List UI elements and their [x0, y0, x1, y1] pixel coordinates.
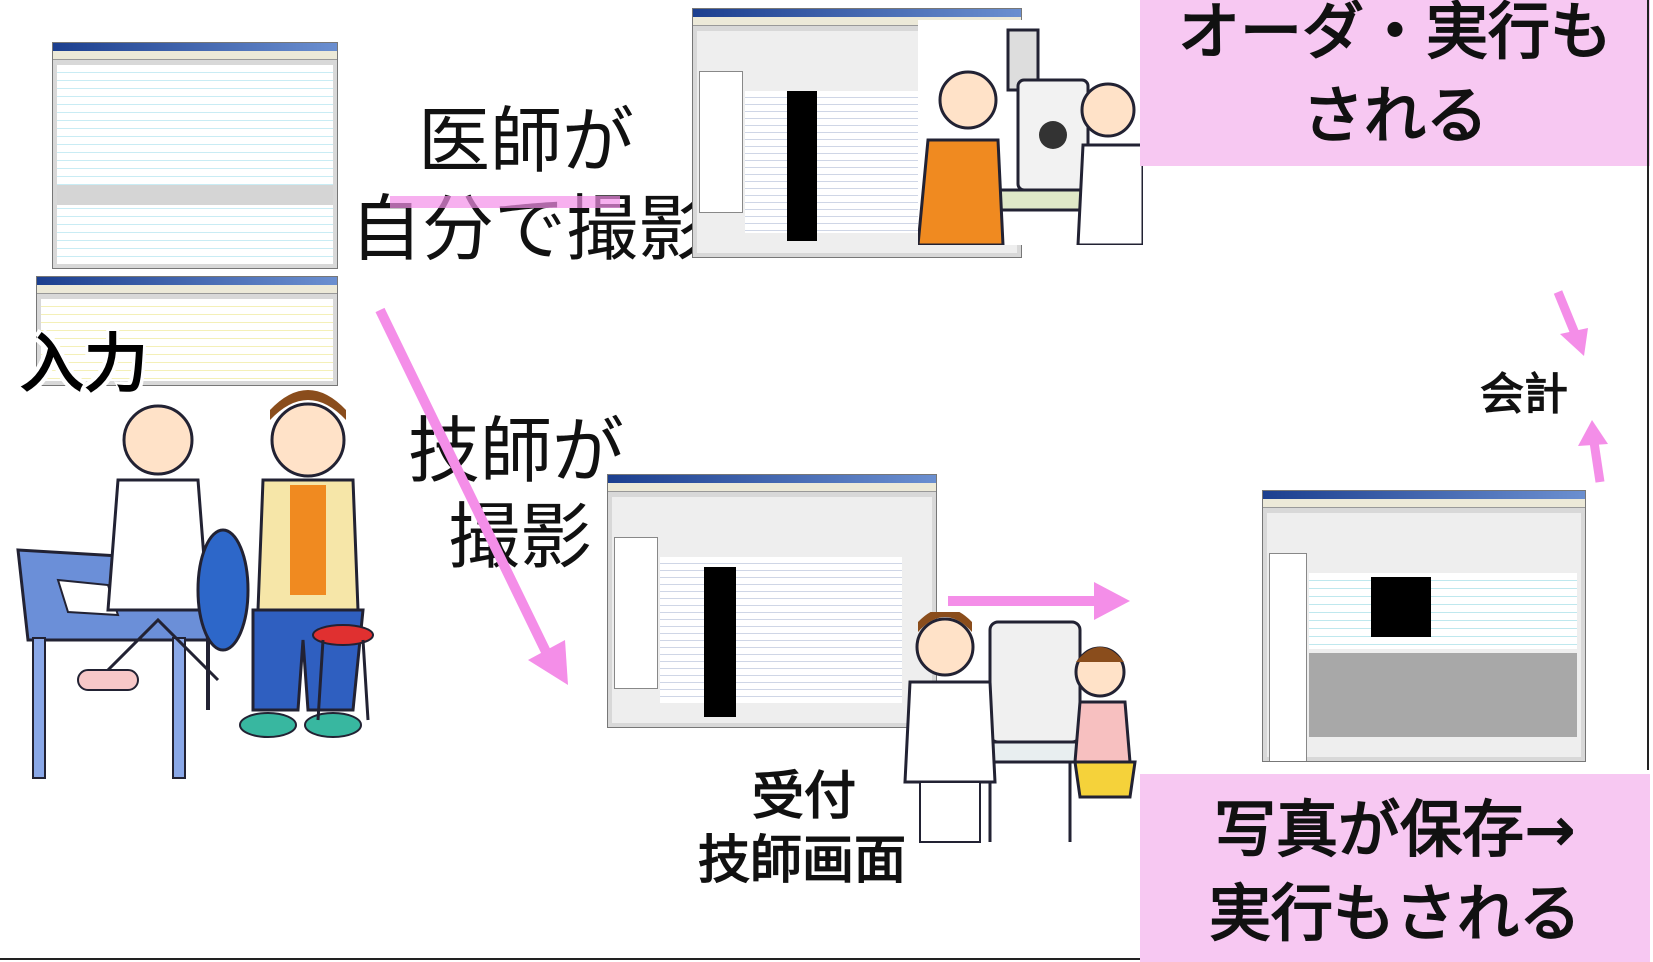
arrow-to-doctor-screen [390, 196, 620, 208]
arrow-to-billing-up [1578, 420, 1608, 483]
reception-line1: 受付 [752, 767, 857, 827]
callout-order-executed: オーダ・実行も される [1140, 0, 1650, 166]
doctor-capture-line1: 医師が [418, 99, 635, 183]
tech-screen-screenshot [607, 474, 937, 728]
callout-top-line2: される [1301, 79, 1488, 152]
order-entry-screenshot [52, 42, 338, 269]
saved-photo-screenshot [1262, 490, 1586, 762]
callout-top-line1: オーダ・実行も [1177, 0, 1612, 68]
callout-bottom-line1: 写真が保存→ [1214, 793, 1576, 866]
order-list-screenshot [36, 276, 338, 386]
right-border [1647, 0, 1649, 770]
arrow-to-saved-screen [948, 596, 1098, 606]
bottom-border [0, 958, 1140, 960]
billing-label: 会計 [1480, 369, 1568, 420]
reception-line2: 技師画面 [698, 831, 907, 891]
doctor-eye-exam-illustration [918, 20, 1143, 245]
input-label: 入力 [20, 328, 148, 402]
callout-bottom-line2: 実行もされる [1208, 877, 1581, 950]
tech-eye-exam-illustration [903, 612, 1137, 843]
doctor-patient-illustration [16, 390, 374, 779]
arrow-to-billing-down [1553, 290, 1588, 356]
callout-photo-saved: 写真が保存→ 実行もされる [1140, 774, 1650, 962]
arrow-to-tech-screen [375, 307, 568, 685]
arrow-to-saved-screen-head [1094, 582, 1130, 620]
